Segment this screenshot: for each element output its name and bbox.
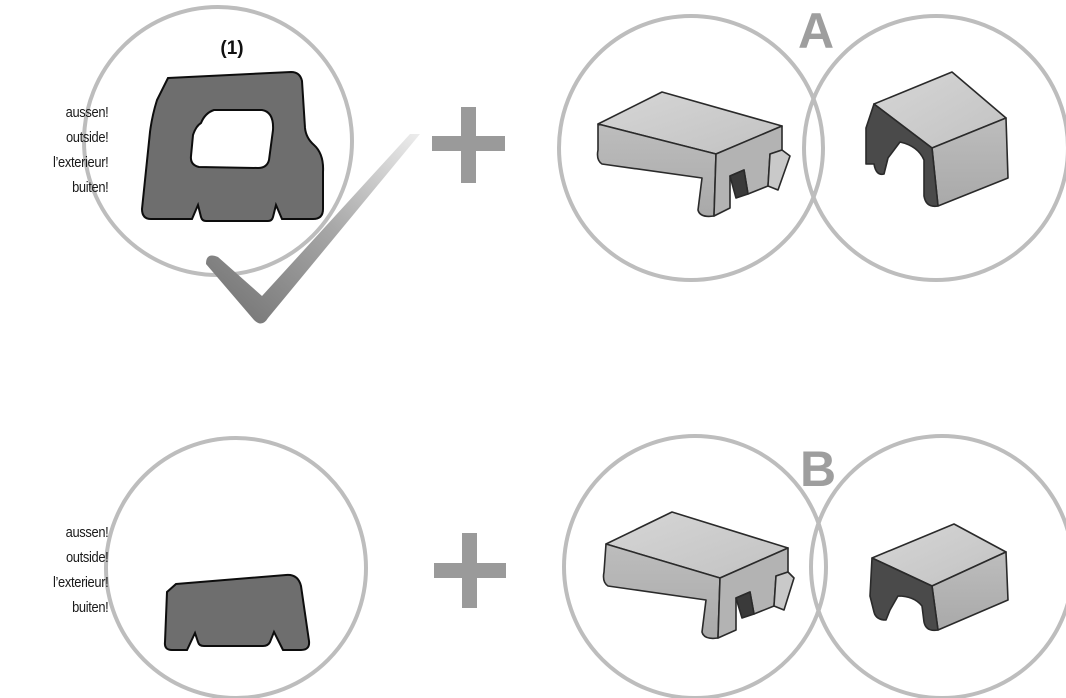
label-english: outside!	[65, 549, 109, 566]
endcap-large-a	[596, 91, 791, 218]
variant-letter-a: A	[798, 3, 834, 59]
profile-circle-a	[82, 5, 354, 277]
plus-icon-b	[434, 533, 506, 608]
variant-letter-b: B	[800, 441, 836, 497]
flat-profile-shape	[163, 573, 311, 651]
label-dutch: buiten!	[71, 179, 109, 196]
endcap-small-b	[869, 523, 1009, 632]
endcap-circle-b-left	[562, 434, 828, 698]
checkmark-icon	[206, 134, 420, 324]
endcap-circle-a-right	[802, 14, 1066, 282]
endcap-large-b	[602, 511, 795, 640]
profile-circle-b	[104, 436, 368, 698]
endcap-circle-a-left	[557, 14, 825, 282]
profile-marker: (1)	[220, 38, 243, 59]
label-french: l’exterieur!	[52, 154, 109, 171]
label-french: l’exterieur!	[52, 574, 109, 591]
label-english: outside!	[65, 129, 109, 146]
side-labels-b: aussen! outside! l’exterieur! buiten!	[52, 520, 109, 620]
label-german: aussen!	[65, 524, 108, 541]
endcap-small-a	[865, 71, 1009, 208]
tall-profile-shape	[140, 70, 325, 222]
plus-icon-a	[432, 107, 505, 183]
endcap-circle-b-right	[809, 434, 1066, 698]
label-german: aussen!	[65, 104, 108, 121]
side-labels-a: aussen! outside! l’exterieur! buiten!	[52, 100, 109, 200]
label-dutch: buiten!	[71, 599, 109, 616]
